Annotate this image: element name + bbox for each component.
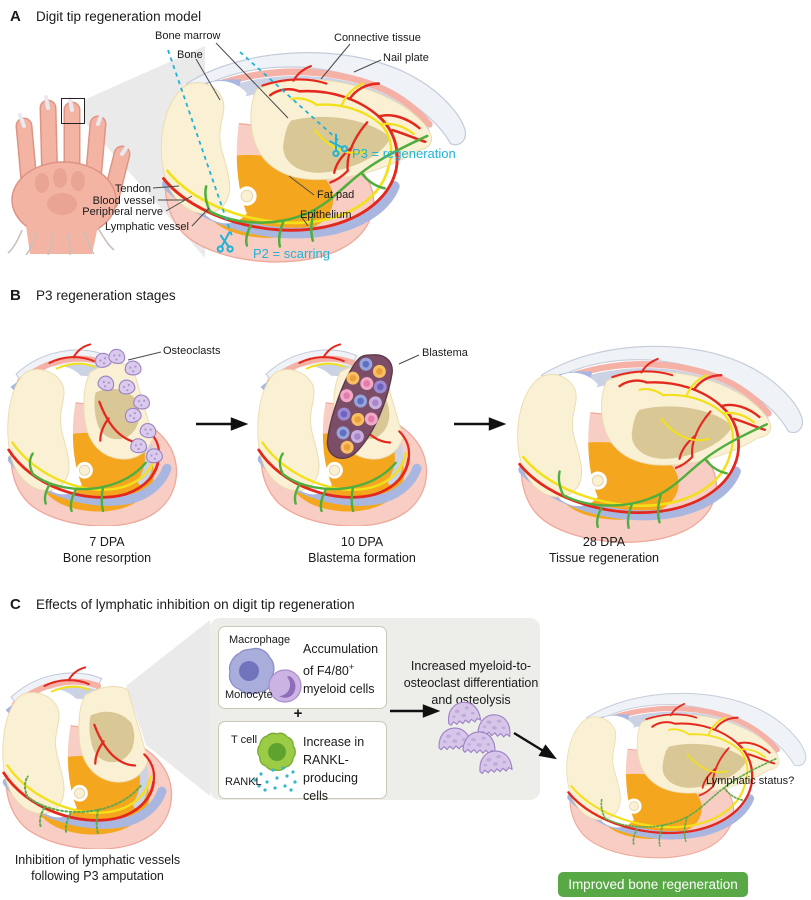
monocyte-label: Monocyte xyxy=(225,689,273,701)
caption-lymph-inhibition: Inhibition of lymphatic vessels followin… xyxy=(14,853,181,883)
label-tendon: Tendon xyxy=(114,183,151,195)
label-fat-pad: Fat pad xyxy=(317,189,355,201)
label-connective-tissue: Connective tissue xyxy=(334,32,421,44)
label-nail-plate: Nail plate xyxy=(383,52,429,64)
paw-pads xyxy=(35,168,85,215)
macrophage-icon xyxy=(228,647,275,695)
label-p2-scarring: P2 = scarring xyxy=(253,246,330,261)
osteoclast-cluster-large xyxy=(437,699,513,775)
label-epithelium: Epithelium xyxy=(300,209,352,221)
outcome-text: Increased myeloid-to- osteoclast differe… xyxy=(403,659,539,707)
cone-panel-c xyxy=(126,620,210,796)
tcell-icon xyxy=(257,732,296,772)
caption-7dpa: 7 DPA Bone resorption xyxy=(62,535,152,565)
rankl-label: RANKL xyxy=(225,776,262,788)
label-p3-regeneration: P3 = regeneration xyxy=(352,146,456,161)
rankl-dots-icon xyxy=(253,766,297,792)
superscript-plus: + xyxy=(348,662,355,672)
panel-a-title: Digit tip regeneration model xyxy=(36,9,202,24)
label-peripheral-nerve: Peripheral nerve xyxy=(82,206,163,218)
rankl-text: Increase in RANKL- producing cells xyxy=(303,735,365,803)
caption-10dpa: 10 DPA Blastema formation xyxy=(308,535,416,565)
improved-bone-badge: Improved bone regeneration xyxy=(558,872,748,897)
tcell-label: T cell xyxy=(231,734,258,746)
claws xyxy=(18,95,130,156)
panel-a-letter: A xyxy=(10,8,21,25)
myeloid-text: Accumulation of F4/80+ myeloid cells xyxy=(303,642,379,697)
monocyte-icon xyxy=(268,669,302,703)
label-blastema: Blastema xyxy=(422,347,468,359)
rankl-box: T cell RANKL Increase in RANKL- producin… xyxy=(218,721,387,803)
macrophage-label: Macrophage xyxy=(229,634,291,646)
panel-c-letter: C xyxy=(10,596,21,613)
panel-b-letter: B xyxy=(10,287,21,304)
label-osteoclasts: Osteoclasts xyxy=(163,345,221,357)
label-blood-vessel: Blood vessel xyxy=(92,195,155,207)
panel-b-title: P3 regeneration stages xyxy=(36,288,176,303)
magnifier-box xyxy=(61,98,85,124)
lymphatic-status-label: Lymphatic status? xyxy=(706,775,795,787)
digit-diagram-lymph-inhibited xyxy=(0,645,185,849)
fur-strokes xyxy=(7,227,115,255)
mouse-paw-illustration xyxy=(7,95,131,255)
caption-28dpa: 28 DPA Tissue regeneration xyxy=(548,535,660,565)
digit-diagram-28dpa xyxy=(505,328,805,546)
panel-c-title: Effects of lymphatic inhibition on digit… xyxy=(36,597,355,612)
label-bone-marrow: Bone marrow xyxy=(155,30,221,42)
digit-diagram-improved xyxy=(556,678,808,861)
digit-diagram-10dpa xyxy=(255,322,440,526)
label-lymphatic-vessel: Lymphatic vessel xyxy=(105,221,189,233)
myeloid-box: Macrophage Monocyte Accumulation of F4/8… xyxy=(218,626,387,709)
plus-sign: + xyxy=(293,705,303,722)
label-bone: Bone xyxy=(177,49,203,61)
